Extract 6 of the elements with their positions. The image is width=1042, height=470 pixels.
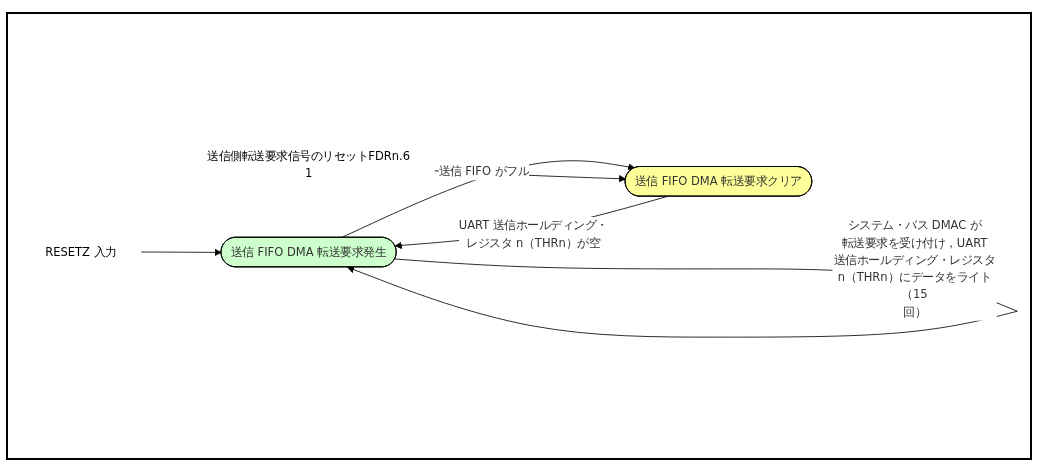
node-text: 送信側転送要求信号のリセットFDRn.6 1 [207,148,411,180]
diagram-frame: 送信 FIFO がフル UART 送信ホールディング・レジスタ n（THRn）が空 システム・バス DMAC が転送要求を受け付け，UART 送信ホールディング・レジスタ n（THRn）にデータをライト（15 回） RESETZ 入力 送信 FIFO DMA 転送要求発生 送信 FIFO DMA 転送要求クリア 送信側転送要求信号のリセットFDRn.6 1 [6,12,1032,460]
node-text: RESETZ 入力 [45,245,117,259]
edge-label: システム・バス DMAC が転送要求を受け付け，UART 送信ホールディング・レジスタ n（THRn）にデータをライト（15 回） [833,218,996,319]
edge-label: 送信 FIFO がフル [438,164,530,178]
edge-label: UART 送信ホールディング・レジスタ n（THRn）が空 [458,218,609,250]
